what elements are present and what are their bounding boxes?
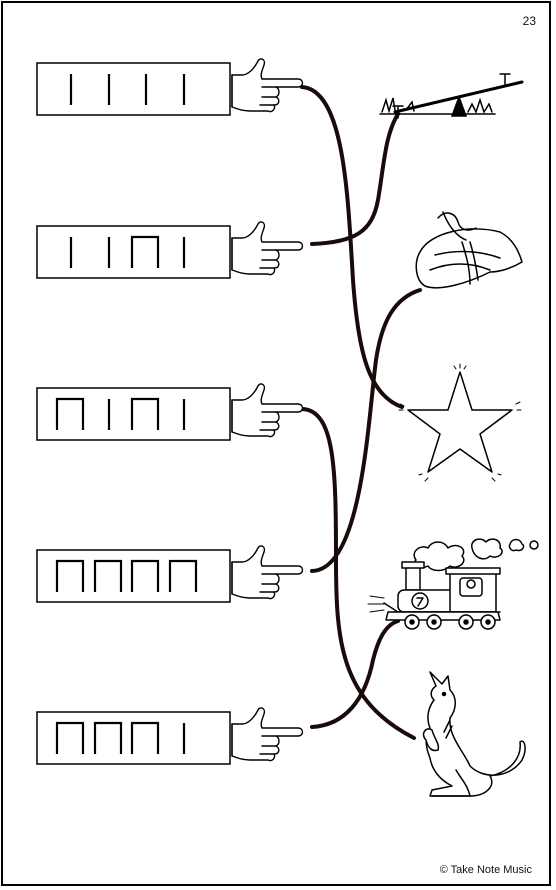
rhythm-box-frame [36,62,231,116]
connection-line-row-1 [300,85,404,409]
connection-line-row-5 [310,619,400,729]
eighth-note-pair [130,559,160,592]
connection-line-row-2 [310,112,400,246]
eighth-note-pair [93,559,123,592]
rhythm-box-frame [36,387,231,441]
pillow-icon [415,211,523,289]
rhythm-box-2 [36,225,231,279]
eighth-note-pair [55,721,85,754]
kangaroo-icon [422,671,526,797]
pointing-hand-icon [231,707,304,762]
pointing-hand-icon [231,58,304,113]
eighth-note-pair [55,397,85,430]
rhythm-box-frame [36,711,231,765]
eighth-note-pair [93,721,123,754]
rhythm-box-frame [36,225,231,279]
eighth-note-pair [130,235,160,268]
rhythm-box-frame [36,549,231,603]
connection-line-row-3 [300,407,416,740]
page-number: 23 [522,14,536,28]
star-icon [398,363,522,482]
rhythm-box-5 [36,711,231,765]
eighth-note-pair [130,721,160,754]
pointing-hand-icon [231,545,304,600]
eighth-note-pair [55,559,85,592]
seesaw-icon [379,73,524,119]
pointing-hand-icon [231,221,304,276]
eighth-note-pair [130,397,160,430]
eighth-note-pair [168,559,198,592]
connection-line-row-4 [310,288,422,573]
rhythm-box-3 [36,387,231,441]
rhythm-box-4 [36,549,231,603]
pointing-hand-icon [231,383,304,438]
rhythm-box-1 [36,62,231,116]
train-icon [367,538,539,630]
copyright-notice: © Take Note Music [439,864,532,876]
